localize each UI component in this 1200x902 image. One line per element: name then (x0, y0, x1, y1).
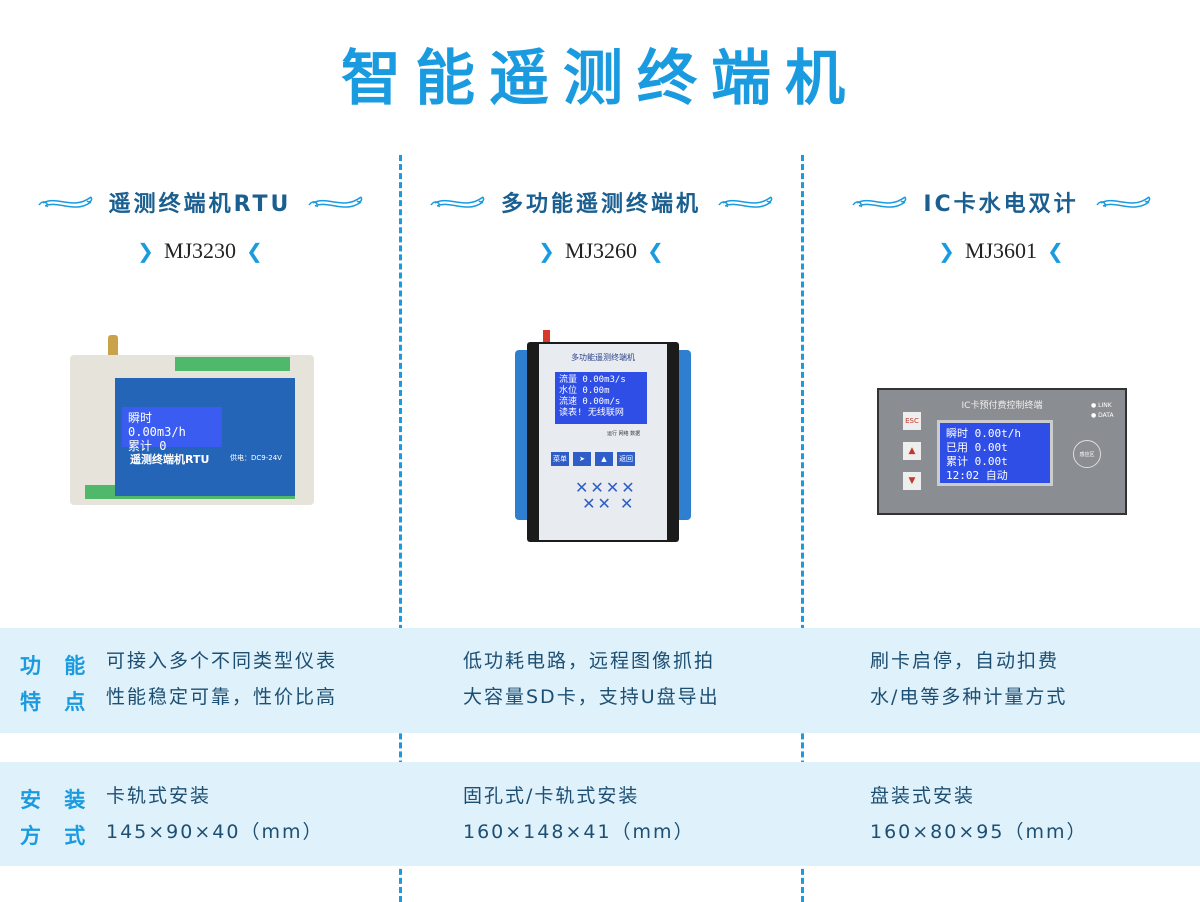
device-label: IC卡预付费控制终端 (961, 401, 1043, 411)
right-key: ➤ (573, 452, 591, 466)
install-label: 安 装方 式 (20, 788, 94, 848)
chevron-left-icon: ❮ (647, 239, 664, 263)
wave-ornament-icon (430, 196, 485, 208)
chevron-left-icon: ❮ (1047, 239, 1064, 263)
wave-ornament-icon (37, 196, 92, 208)
features-band (0, 628, 1200, 733)
product-model: MJ3260 (564, 238, 638, 263)
data-indicator: ● DATA (1091, 412, 1114, 419)
device-label: 多功能遥测终端机 (571, 353, 635, 362)
features-label: 功 能特 点 (20, 654, 94, 714)
product-name: 多功能遥测终端机 (500, 192, 701, 217)
feature-list: 低功耗电路，远程图像抓拍大容量SD卡，支持U盘导出 (463, 650, 720, 708)
wave-ornament-icon (852, 196, 907, 208)
page-title: 智能遥测终端机 (341, 44, 859, 114)
product-name: IC卡水电双计 (923, 192, 1079, 217)
led-labels: 运行 网络 数据 (607, 431, 641, 437)
device-power-label: 供电：DC9-24V (230, 454, 282, 462)
product-model: MJ3601 (964, 238, 1038, 263)
device-label: 遥测终端机RTU (130, 453, 210, 466)
chevron-right-icon: ❯ (938, 239, 955, 263)
feature-list: 刷卡启停，自动扣费水/电等多种计量方式 (870, 650, 1068, 708)
wave-ornament-icon (718, 196, 773, 208)
product-column-ic-card: IC卡水电双计 ❯ MJ3601 ❮ IC卡预付费控制终端 ESC ▲ ▼ 瞬时 0… (802, 0, 1200, 843)
up-key-icon: ▲ (903, 442, 921, 460)
back-key: 返回 (617, 452, 635, 466)
esc-key: ESC (903, 412, 921, 430)
product-model: MJ3230 (163, 238, 237, 263)
chevron-right-icon: ❯ (137, 239, 154, 263)
chevron-right-icon: ❯ (538, 239, 555, 263)
column-divider (399, 155, 402, 902)
down-key-icon: ▼ (903, 472, 921, 490)
chevron-left-icon: ❮ (246, 239, 263, 263)
link-indicator: ● LINK (1091, 402, 1112, 409)
wave-ornament-icon (308, 196, 363, 208)
product-name: 遥测终端机RTU (108, 192, 292, 217)
card-reader-area: 感应区 (1073, 440, 1101, 468)
install-band (0, 762, 1200, 866)
feature-list: 可接入多个不同类型仪表性能稳定可靠，性价比高 (106, 650, 338, 708)
up-key: ▲ (595, 452, 613, 466)
wave-ornament-icon (1096, 196, 1150, 208)
column-divider (801, 155, 804, 902)
menu-key: 菜单 (551, 452, 569, 466)
